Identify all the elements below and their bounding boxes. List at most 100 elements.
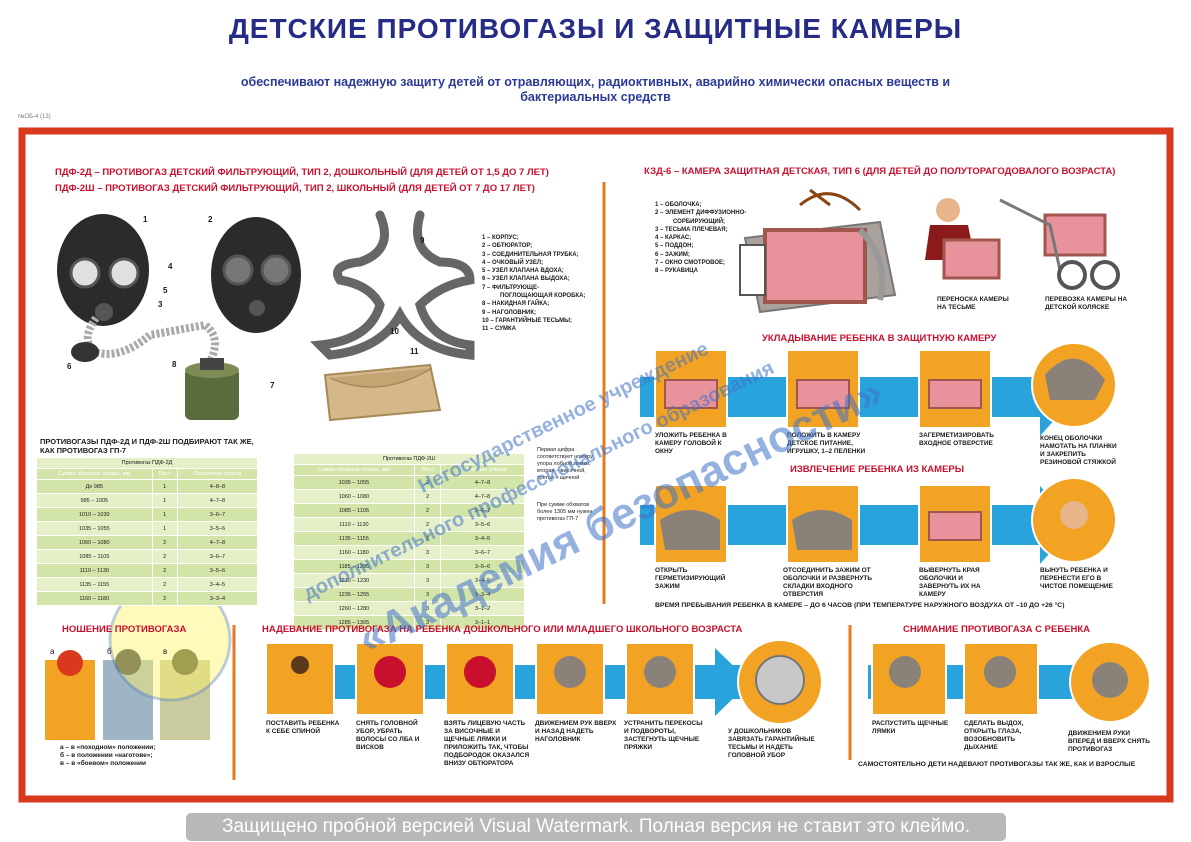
removal-step-2: СДЕЛАТЬ ВЫДОХ, ОТКРЫТЬ ГЛАЗА, ВОЗОБНОВИТ… [964,720,1024,751]
legend-item: 4 – КАРКАС; [655,235,692,242]
table-cell: 3–6–7 [176,507,259,522]
table-cell: 3 [413,587,442,602]
table-cell: 2 [151,549,178,564]
table-cell: 2 [413,503,442,518]
transport-camera-caption: ПЕРЕВОЗКА КАМЕРЫ НА ДЕТСКОЙ КОЛЯСКЕ [1045,296,1128,311]
part-number-8: 8 [172,360,177,369]
legend-item: 2 – ОБТЮРАТОР; [482,243,533,250]
mask-pdf2d-heading: ПДФ-2Д – ПРОТИВОГАЗ ДЕТСКИЙ ФИЛЬТРУЮЩИЙ,… [55,167,549,178]
part-number-6: 6 [67,362,72,371]
donning-step-3: ВЗЯТЬ ЛИЦЕВУЮ ЧАСТЬ ЗА ВИСОЧНЫЕ И ЩЕЧНЫЕ… [444,720,530,767]
table-cell: 3 [413,559,442,574]
part-number-7: 7 [270,381,275,390]
poster-frame [18,127,1174,803]
table-cell: 1110 – 1130 [36,563,153,578]
table-cell: 3–1–2 [440,601,525,616]
camera-time-note: ВРЕМЯ ПРЕБЫВАНИЯ РЕБЕНКА В КАМЕРЕ – ДО 6… [655,602,1065,609]
pdf2d-size-table: Противогаз ПДФ-2Д Сумма обхватов головы,… [36,457,259,606]
table-cell: 2 [151,535,178,550]
table-cell: 3–4–5 [440,531,525,546]
legend-item: ПОГЛОЩАЮЩАЯ КОРОБКА; [500,293,586,300]
part-number-10: 10 [390,327,399,336]
donning-step-4: ДВИЖЕНИЕМ РУК ВВЕРХ И НАЗАД НАДЕТЬ НАГОЛ… [535,720,617,743]
table-cell: 1085 – 1105 [293,503,415,518]
table-cell: 3–3–4 [176,591,259,606]
donning-steps-graphics [265,639,823,725]
trial-watermark-banner: Защищено пробной версией Visual Watermar… [186,813,1006,841]
table-cell: 1210 – 1230 [293,573,415,588]
academy-logo [110,580,230,700]
part-number-9: 9 [420,236,425,245]
table-cell: 2 [151,563,178,578]
table-cell: 1 [151,479,178,494]
legend-item: 3 – СОЕДИНИТЕЛЬНАЯ ТРУБКА; [482,251,579,258]
table-cell: 3–1–1 [440,615,525,630]
table-cell: 2 [413,531,442,546]
legend-item: 7 – ФИЛЬТРУЮЩЕ- [482,284,539,291]
stroller-camera-illustration [999,198,1120,290]
donning-step-6: У ДОШКОЛЬНИКОВ ЗАВЯЗАТЬ ГАРАНТИЙНЫЕ ТЕСЬ… [728,728,815,759]
page-title: ДЕТСКИЕ ПРОТИВОГАЗЫ И ЗАЩИТНЫЕ КАМЕРЫ [228,13,963,44]
table-header-cell: Сумма обхватов головы, мм [36,468,153,480]
legend-item: 11 – СУМКА [482,326,516,333]
page-subtitle: обеспечивают надежную защиту детей от от… [240,75,951,104]
wearing-figures-illustration [45,649,210,740]
sizing-title: ПРОТИВОГАЗЫ ПДФ-2Д И ПДФ-2Ш ПОДБИРАЮТ ТА… [40,437,254,455]
table-caption: Противогаз ПДФ-2Д [36,457,258,469]
extraction-steps-graphics [640,477,1117,564]
table-cell: 3–6–7 [440,503,525,518]
table-cell: 4–7–8 [176,493,259,508]
part-number-2: 2 [208,215,213,224]
protective-camera-illustration [739,188,897,314]
legend-item: 10 – ГАРАНТИЙНЫЕ ТЕСЬМЫ; [482,317,573,324]
table-cell: 1010 – 1030 [36,507,153,522]
removal-steps-graphics [868,641,1151,723]
wearing-letter-b: б [107,647,112,656]
legend-item: 6 – ЗАЖИМ; [655,251,690,258]
table-cell: 1 [151,507,178,522]
table-cell: 1035 – 1055 [293,475,415,490]
part-number-4: 4 [168,262,173,271]
wearing-caption-v: в – в «боевом» положении [60,760,146,767]
removal-note: САМОСТОЯТЕЛЬНО ДЕТИ НАДЕВАЮТ ПРОТИВОГАЗЫ… [858,761,1136,768]
legend-item: 4 – ОЧКОВЫЙ УЗЕЛ; [482,259,544,266]
removal-heading: СНИМАНИЕ ПРОТИВОГАЗА С РЕБЕНКА [903,624,1091,635]
table-cell: 4–8–8 [176,479,259,494]
part-number-3: 3 [158,300,163,309]
placing-step-2: ПОЛОЖИТЬ В КАМЕРУ ДЕТСКОЕ ПИТАНИЕ, ИГРУШ… [787,432,866,455]
table-cell: 3 [413,545,442,560]
extraction-step-3: ВЫВЕРНУТЬ КРАЯ ОБОЛОЧКИ И ЗАВЕРНУТЬ ИХ Н… [919,567,981,598]
table-cell: 985 – 1005 [36,493,153,508]
extraction-step-1: ОТКРЫТЬ ГЕРМЕТИЗИРУЮЩИЙ ЗАЖИМ [655,567,726,590]
table-cell: 3–5–6 [176,563,259,578]
table-cell: 2 [413,489,442,504]
donning-step-2: СНЯТЬ ГОЛОВНОЙ УБОР, УБРАТЬ ВОЛОСЫ СО ЛБ… [356,720,420,751]
removal-step-3: ДВИЖЕНИЕМ РУКИ ВПЕРЕД И ВВЕРХ СНЯТЬ ПРОТ… [1068,730,1150,753]
table-note-gp7: При сумме обхватов более 1305 мм нужен п… [537,502,593,522]
wearing-letter-a: а [50,647,55,656]
placing-steps-graphics [640,342,1117,436]
part-number-11: 11 [410,347,419,356]
table-cell: 3–4–5 [176,577,259,592]
legend-item: 5 – УЗЕЛ КЛАПАНА ВДОХА; [482,268,564,275]
table-cell: 3–5–6 [176,521,259,536]
table-cell: До 985 [36,479,153,494]
table-cell: 1235 – 1255 [293,587,415,602]
table-cell: 1060 – 1080 [293,489,415,504]
extraction-step-2: ОТСОЕДИНИТЬ ЗАЖИМ ОТ ОБОЛОЧКИ И РАЗВЕРНУ… [783,567,873,598]
table-cell: 4–7–8 [440,475,525,490]
legend-item: 8 – НАКИДНАЯ ГАЙКА; [482,301,550,308]
camera-heading: КЗД-6 – КАМЕРА ЗАЩИТНАЯ ДЕТСКАЯ, ТИП 6 (… [644,166,1116,177]
placing-heading: УКЛАДЫВАНИЕ РЕБЕНКА В ЗАЩИТНУЮ КАМЕРУ [762,333,997,344]
legend-item: 3 – ТЕСЬМА ПЛЕЧЕВАЯ; [655,226,728,233]
